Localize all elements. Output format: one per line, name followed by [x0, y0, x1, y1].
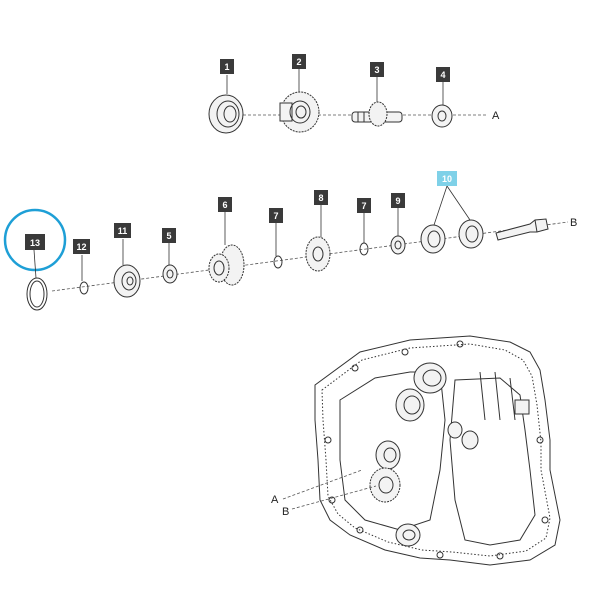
callout-8[interactable]: 8	[314, 190, 328, 205]
housing-label-b: B	[282, 506, 289, 518]
callout-9[interactable]: 9	[391, 193, 405, 208]
svg-text:2: 2	[296, 57, 301, 67]
transmission-housing: A B	[271, 335, 561, 566]
part-7-circlip-left[interactable]	[273, 255, 283, 269]
callout-10[interactable]: 10	[437, 171, 457, 186]
part-9-washer[interactable]	[390, 235, 406, 255]
callout-1[interactable]: 1	[220, 59, 234, 74]
callout-2[interactable]: 2	[292, 54, 306, 69]
part-12-circlip[interactable]	[79, 281, 89, 295]
svg-text:10: 10	[442, 174, 452, 184]
svg-text:9: 9	[395, 196, 400, 206]
svg-text:11: 11	[118, 226, 128, 236]
axis-a-group: A 1	[208, 54, 500, 134]
svg-text:5: 5	[166, 231, 171, 241]
part-4-washer[interactable]	[431, 104, 453, 128]
svg-text:7: 7	[361, 201, 366, 211]
housing-leader-b	[291, 485, 377, 510]
svg-text:13: 13	[30, 238, 40, 248]
housing-leader-a	[282, 469, 363, 500]
callout-6[interactable]: 6	[218, 197, 232, 212]
svg-text:12: 12	[76, 242, 86, 252]
part-2-gear[interactable]	[279, 91, 320, 133]
part-5-washer[interactable]	[162, 264, 178, 284]
selection-ring	[3, 208, 67, 272]
housing-label-a: A	[271, 494, 279, 506]
svg-text:3: 3	[374, 65, 379, 75]
svg-text:4: 4	[440, 70, 445, 80]
callout-4[interactable]: 4	[436, 67, 450, 82]
shaft-b[interactable]	[495, 218, 549, 241]
callout-5[interactable]: 5	[162, 228, 176, 243]
svg-text:8: 8	[318, 193, 323, 203]
callout-13[interactable]: 13	[25, 234, 45, 250]
callout-7-right[interactable]: 7	[357, 198, 371, 213]
part-11-bearing[interactable]	[113, 264, 141, 298]
axis-b-group: B	[3, 171, 577, 311]
callout-3[interactable]: 3	[370, 62, 384, 77]
callout-7-left[interactable]: 7	[269, 208, 283, 223]
part-1-bearing[interactable]	[208, 94, 244, 134]
axis-b-label: B	[570, 217, 577, 229]
axis-a-label: A	[492, 110, 500, 122]
svg-text:6: 6	[222, 200, 227, 210]
part-3-shaft[interactable]	[351, 101, 403, 127]
svg-text:1: 1	[224, 62, 229, 72]
part-13-snap-ring[interactable]	[26, 277, 48, 311]
callout-11[interactable]: 11	[114, 223, 131, 238]
svg-text:7: 7	[273, 211, 278, 221]
part-8-gear[interactable]	[305, 236, 331, 272]
part-10-bearing-pair[interactable]	[420, 219, 484, 254]
callout-12[interactable]: 12	[73, 239, 90, 254]
part-6-double-gear[interactable]	[208, 244, 245, 286]
